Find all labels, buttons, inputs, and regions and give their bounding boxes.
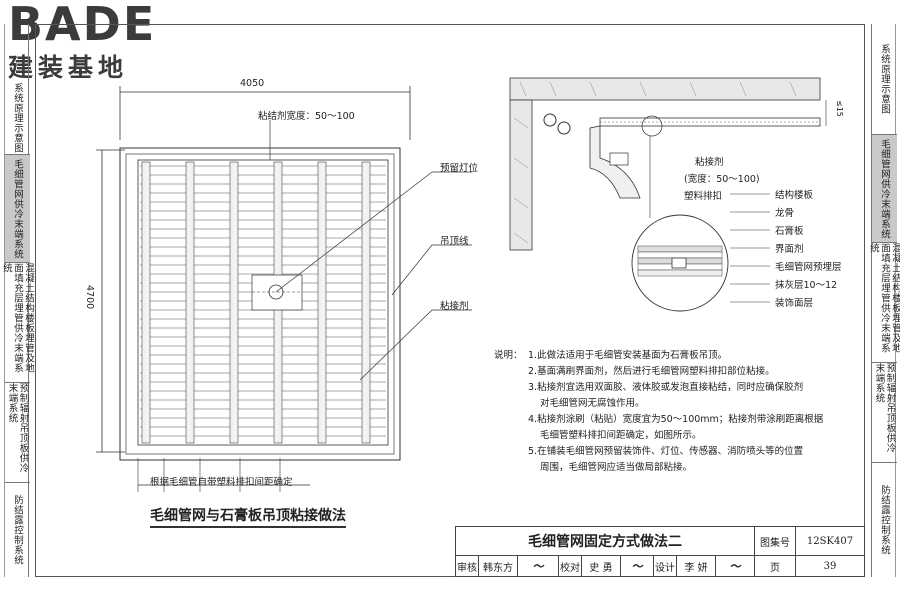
layer-structural-slab: 结构楼板 (775, 190, 814, 201)
designer-name: 李 妍 (676, 555, 716, 577)
section-adhesive-note: 粘接剂 (695, 157, 724, 168)
plan-bottom-note: 根据毛细管自带塑料排扣间距确定 (150, 477, 293, 488)
ceiling-plan-drawing (96, 86, 472, 492)
title-block-title: 毛细管网固定方式做法二 (455, 526, 755, 556)
sidebar-left-item-prefab-ceiling[interactable]: 预制辐射吊顶板供冷末端系统 (5, 383, 30, 483)
sidebar-left-item-system-principle[interactable]: 系统原理示意图 (5, 82, 30, 155)
atlas-number: 12SK407 (795, 526, 865, 556)
plan-caption: 毛细管网与石膏板吊顶粘接做法 (150, 505, 346, 528)
callout-ceiling-line: 吊顶线 (440, 236, 469, 247)
drawing-frame (35, 24, 865, 577)
check-label: 校对 (558, 555, 582, 577)
designer-signature: 〜 (715, 555, 755, 577)
plan-dim-width: 4050 (240, 78, 265, 89)
notes-line-6: 毛细管塑料排扣间距确定，如图所示。 (540, 430, 702, 441)
sidebar-left-item-capillary[interactable]: 毛细管网供冷末端系统 (5, 155, 30, 263)
reviewer-name: 韩东方 (478, 555, 518, 577)
layer-finish: 装饰面层 (775, 298, 814, 309)
section-plastic-buckle: 塑料排扣 (684, 191, 723, 202)
plan-dim-height: 4700 (84, 285, 95, 310)
sidebar-right-item-concrete-slab[interactable]: 混凝土结构楼板埋管及地面填充层埋管供冷末端系统 (868, 243, 900, 363)
notes-line-4: 对毛细管网无腐蚀作用。 (540, 398, 645, 409)
notes-line-5: 4.粘接剂涂刷（粘贴）宽度宜为50～100mm；粘接剂带涂刷距离根据 (528, 414, 824, 425)
section-dim-small: ≤15 (835, 100, 844, 117)
sidebar-right-item-system-principle[interactable]: 系统原理示意图 (872, 24, 897, 135)
sidebar-right: 系统原理示意图 毛细管网供冷末端系统 混凝土结构楼板埋管及地面填充层埋管供冷末端… (868, 24, 900, 577)
sidebar-left: 系统原理示意图 毛细管网供冷末端系统 混凝土结构楼板埋管及地面填充层埋管供冷末端… (1, 24, 34, 577)
layer-gypsum-board: 石膏板 (775, 226, 804, 237)
adhesive-strip (229, 161, 239, 444)
layer-capillary-embed: 毛细管网预埋层 (775, 262, 842, 273)
layer-keel: 龙骨 (775, 208, 795, 219)
reviewer-signature: 〜 (517, 555, 559, 577)
notes-line-1: 1.此做法适用于毛细管安装基面为石膏板吊顶。 (528, 350, 728, 361)
sidebar-left-item-anti-condensation[interactable]: 防结露控制系统 (12, 495, 23, 565)
notes-line-3: 3.粘接剂宜选用双面胶、液体胶或发泡直接粘结，同时应确保胶剂 (528, 382, 804, 393)
notes-prefix: 说明： (494, 350, 523, 361)
adhesive-strip (185, 161, 195, 444)
design-label: 设计 (653, 555, 677, 577)
layer-plaster: 抹灰层10～12 (775, 280, 838, 291)
sidebar-left-item-concrete-slab[interactable]: 混凝土结构楼板埋管及地面填充层埋管供冷末端系统 (1, 263, 34, 383)
notes-line-7: 5.在铺装毛细管网预留装饰件、灯位、传感器、消防喷头等的位置 (528, 446, 804, 457)
atlas-label: 图集号 (754, 526, 796, 556)
review-label: 审核 (455, 555, 479, 577)
notes-line-8: 周围，毛细管网应适当做局部粘接。 (540, 462, 693, 473)
notes-line-2: 2.基面满刷界面剂，然后进行毛细管网塑料排扣部位粘接。 (528, 366, 775, 377)
callout-lamp-position: 预留灯位 (440, 163, 479, 174)
title-block: 毛细管网固定方式做法二 图集号 12SK407 审核 韩东方 〜 校对 史 勇 … (455, 526, 865, 577)
sidebar-right-item-capillary[interactable]: 毛细管网供冷末端系统 (872, 135, 897, 243)
sidebar-right-item-anti-condensation[interactable]: 防结露控制系统 (879, 485, 890, 555)
layer-interface-agent: 界面剂 (775, 244, 804, 255)
page-number: 39 (795, 555, 865, 577)
checker-signature: 〜 (620, 555, 654, 577)
adhesive-strip (141, 161, 151, 444)
plan-adhesive-width: 粘结剂宽度：50～100 (258, 111, 355, 122)
page-label: 页 (754, 555, 796, 577)
section-detail-drawing (509, 77, 827, 312)
brand-logo-subtitle: 建装基地 (8, 53, 129, 82)
adhesive-strip (317, 161, 327, 444)
callout-adhesive: 粘接剂 (440, 301, 469, 312)
sidebar-right-item-prefab-ceiling[interactable]: 预制辐射吊顶板供冷末端系统 (872, 363, 897, 463)
checker-name: 史 勇 (581, 555, 621, 577)
section-adhesive-width: (宽度：50～100) (684, 174, 760, 185)
adhesive-strip (361, 161, 371, 444)
